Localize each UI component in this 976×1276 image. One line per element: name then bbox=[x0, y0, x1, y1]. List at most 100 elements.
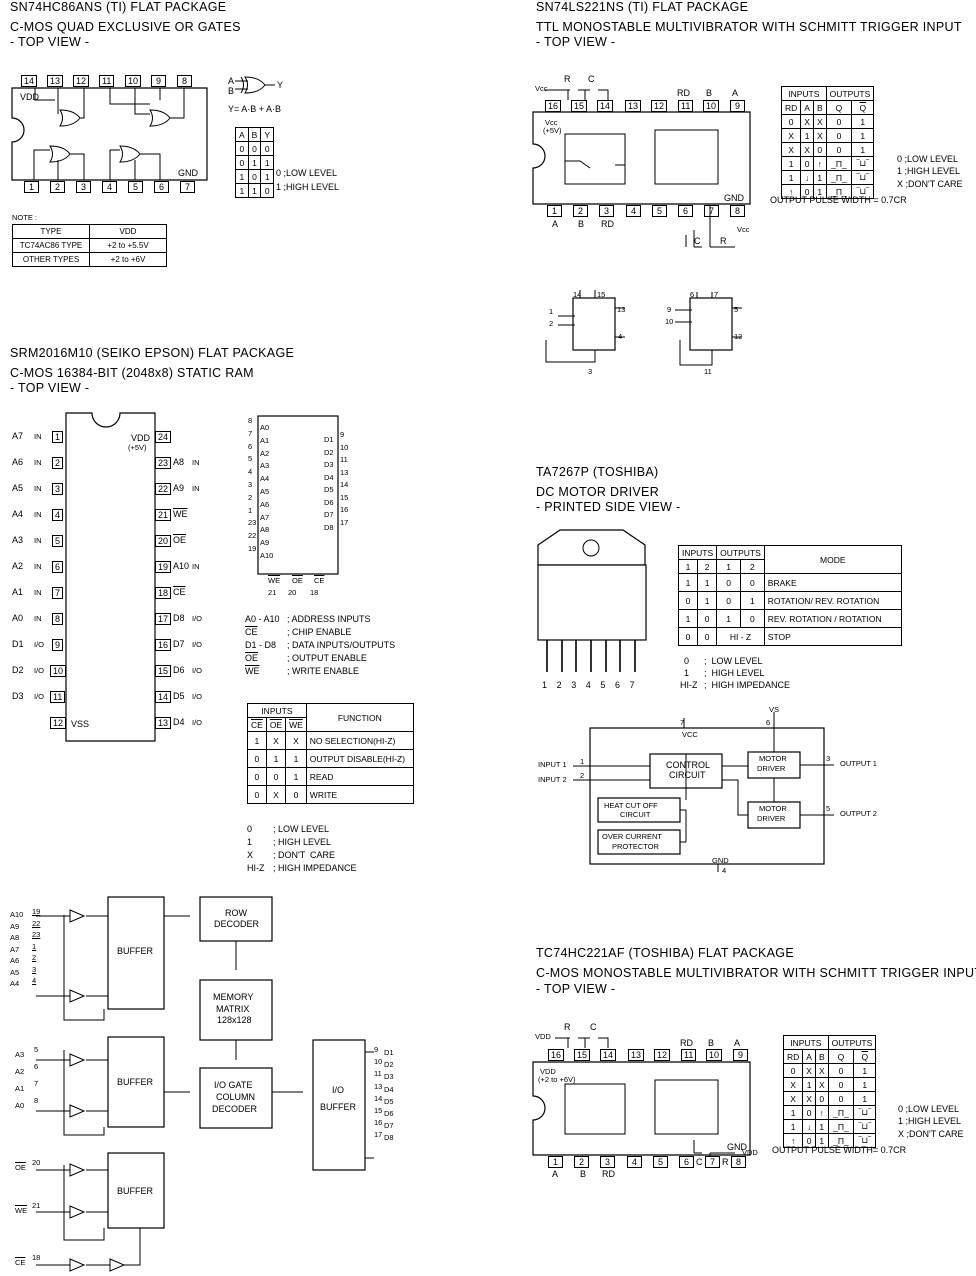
pin-name: D4 bbox=[173, 717, 185, 727]
ta7267-block-diagram bbox=[573, 712, 834, 872]
cell: 1 bbox=[247, 183, 262, 198]
addr-pin: 22 bbox=[32, 918, 41, 928]
pin: 5 bbox=[128, 181, 144, 193]
gnd-label: GND bbox=[727, 1142, 747, 1152]
pin: 6 bbox=[690, 290, 695, 299]
logic-oe-pin: 20 bbox=[288, 588, 297, 597]
legend-low: 0 ;LOW LEVEL bbox=[897, 154, 959, 164]
srm2016-logic-symbol bbox=[257, 415, 339, 575]
pin-number: 17 bbox=[155, 613, 172, 625]
label-c: C bbox=[590, 1022, 597, 1032]
col: Q bbox=[851, 100, 875, 115]
def-desc: ; OUTPUT ENABLE bbox=[287, 653, 367, 663]
pulse-qbar: ‾⊔‾ bbox=[853, 1119, 877, 1134]
bottom-label-c: C bbox=[696, 1157, 703, 1167]
tc74hc221-package bbox=[532, 1037, 751, 1157]
pin-name: A10 bbox=[173, 561, 190, 571]
bottom-label-vcc: Vcc bbox=[737, 225, 750, 234]
heat-label-2: CIRCUIT bbox=[620, 810, 651, 819]
tc74hc221-subtitle: C-MOS MONOSTABLE MULTIVIBRATOR WITH SCHM… bbox=[536, 966, 976, 980]
logic-pin-name: A5 bbox=[260, 487, 270, 496]
logic-pin-name: A7 bbox=[260, 512, 270, 522]
pin: 11 bbox=[704, 367, 712, 376]
cell: 0 bbox=[825, 114, 853, 129]
pin-number: 7 bbox=[52, 587, 64, 599]
gate-input-b: B bbox=[228, 86, 235, 96]
pin-dir: IN bbox=[192, 458, 200, 467]
gate-output-y: Y bbox=[277, 80, 284, 90]
col-ce: CE bbox=[247, 717, 267, 732]
cell: 1 bbox=[285, 767, 307, 786]
vcc-inside: Vcc bbox=[545, 118, 558, 127]
pulse-qbar: ‾⊔‾ bbox=[851, 184, 875, 199]
sn74hc86-title: SN74HC86ANS (TI) FLAT PACKAGE bbox=[10, 0, 227, 14]
pin: 3 bbox=[588, 367, 593, 376]
def-desc: ; DATA INPUTS/OUTPUTS bbox=[287, 640, 396, 650]
cell: STOP bbox=[763, 627, 902, 646]
col-oe: OE bbox=[265, 717, 287, 732]
legend-dont-care: X ;DON'T CARE bbox=[898, 1129, 964, 1139]
pin-number: 10 bbox=[50, 665, 67, 677]
cell: X bbox=[800, 114, 814, 129]
logic-pin-name: A4 bbox=[260, 474, 270, 484]
ctrl-pin: 21 bbox=[32, 1201, 41, 1210]
pin: 3 bbox=[600, 1156, 616, 1168]
pin: 11 bbox=[99, 75, 115, 87]
vcc-value: (+5V) bbox=[543, 126, 562, 135]
vdd-label: VDD bbox=[131, 433, 151, 443]
legend-high: 1 ;HIGH LEVEL bbox=[898, 1116, 962, 1126]
cell: 0 bbox=[677, 627, 699, 646]
pin: 13 bbox=[625, 100, 642, 112]
label-vcc: Vcc bbox=[535, 84, 548, 93]
iogate-2: COLUMN bbox=[216, 1092, 256, 1102]
pin: 12 bbox=[651, 100, 668, 112]
pin-number: 2 bbox=[52, 457, 64, 469]
label-c: C bbox=[588, 74, 595, 84]
pin: 7 bbox=[705, 1156, 721, 1168]
cell: X bbox=[285, 731, 307, 750]
cell: NO SELECTION(HI-Z) bbox=[305, 731, 414, 750]
pin-number: 4 bbox=[52, 509, 64, 521]
logic-pin-name: D8 bbox=[324, 522, 334, 532]
cell: 1 bbox=[739, 591, 765, 610]
ta7267-package bbox=[537, 529, 647, 672]
col-function: FUNCTION bbox=[305, 703, 414, 732]
pin: 10 bbox=[665, 317, 674, 326]
cell: 0 bbox=[782, 1063, 804, 1078]
pin: 1 bbox=[549, 307, 554, 316]
gate-input-a: A bbox=[228, 76, 235, 86]
legend-desc: ; HIGH IMPEDANCE bbox=[273, 863, 357, 873]
pin: 13 bbox=[628, 1049, 645, 1061]
cell: 1 bbox=[851, 142, 875, 157]
cell: 1 bbox=[677, 609, 699, 628]
pin-number: 22 bbox=[155, 483, 172, 495]
data-pin: 9 bbox=[374, 1045, 379, 1054]
pin: 15 bbox=[571, 100, 588, 112]
col-mode: MODE bbox=[763, 545, 902, 574]
pin-number: 16 bbox=[155, 639, 172, 651]
addr-pin: 19 bbox=[32, 907, 41, 916]
pin: 14 bbox=[21, 75, 38, 87]
logic-pin-name: D2 bbox=[324, 447, 334, 457]
pin: 14 bbox=[573, 290, 582, 299]
data-pin: 14 bbox=[374, 1093, 383, 1103]
label-a: A bbox=[732, 88, 739, 98]
logic-pin-number: 13 bbox=[340, 467, 349, 477]
logic-pin-number: 19 bbox=[248, 544, 257, 553]
pin: 13 bbox=[47, 75, 64, 87]
col: RD bbox=[780, 100, 802, 115]
pin-number: 15 bbox=[155, 665, 172, 677]
legend-term: X bbox=[247, 850, 254, 860]
buffer-label: BUFFER bbox=[117, 1077, 153, 1087]
legend-term: 1 bbox=[247, 837, 253, 847]
legend-desc: ; HIGH LEVEL bbox=[704, 668, 765, 678]
cell: X bbox=[782, 1077, 804, 1092]
io-buffer-1: I/O bbox=[332, 1085, 345, 1095]
cell: 0 bbox=[265, 767, 287, 786]
cell: 1 bbox=[235, 169, 249, 184]
pin-name: A0 bbox=[12, 613, 24, 623]
cell: ↑ bbox=[812, 156, 827, 171]
xor-gate-symbol bbox=[235, 76, 275, 94]
cell: OTHER TYPES bbox=[12, 252, 90, 267]
sn74hc86-subtitle: C-MOS QUAD EXCLUSIVE OR GATES bbox=[10, 20, 241, 34]
